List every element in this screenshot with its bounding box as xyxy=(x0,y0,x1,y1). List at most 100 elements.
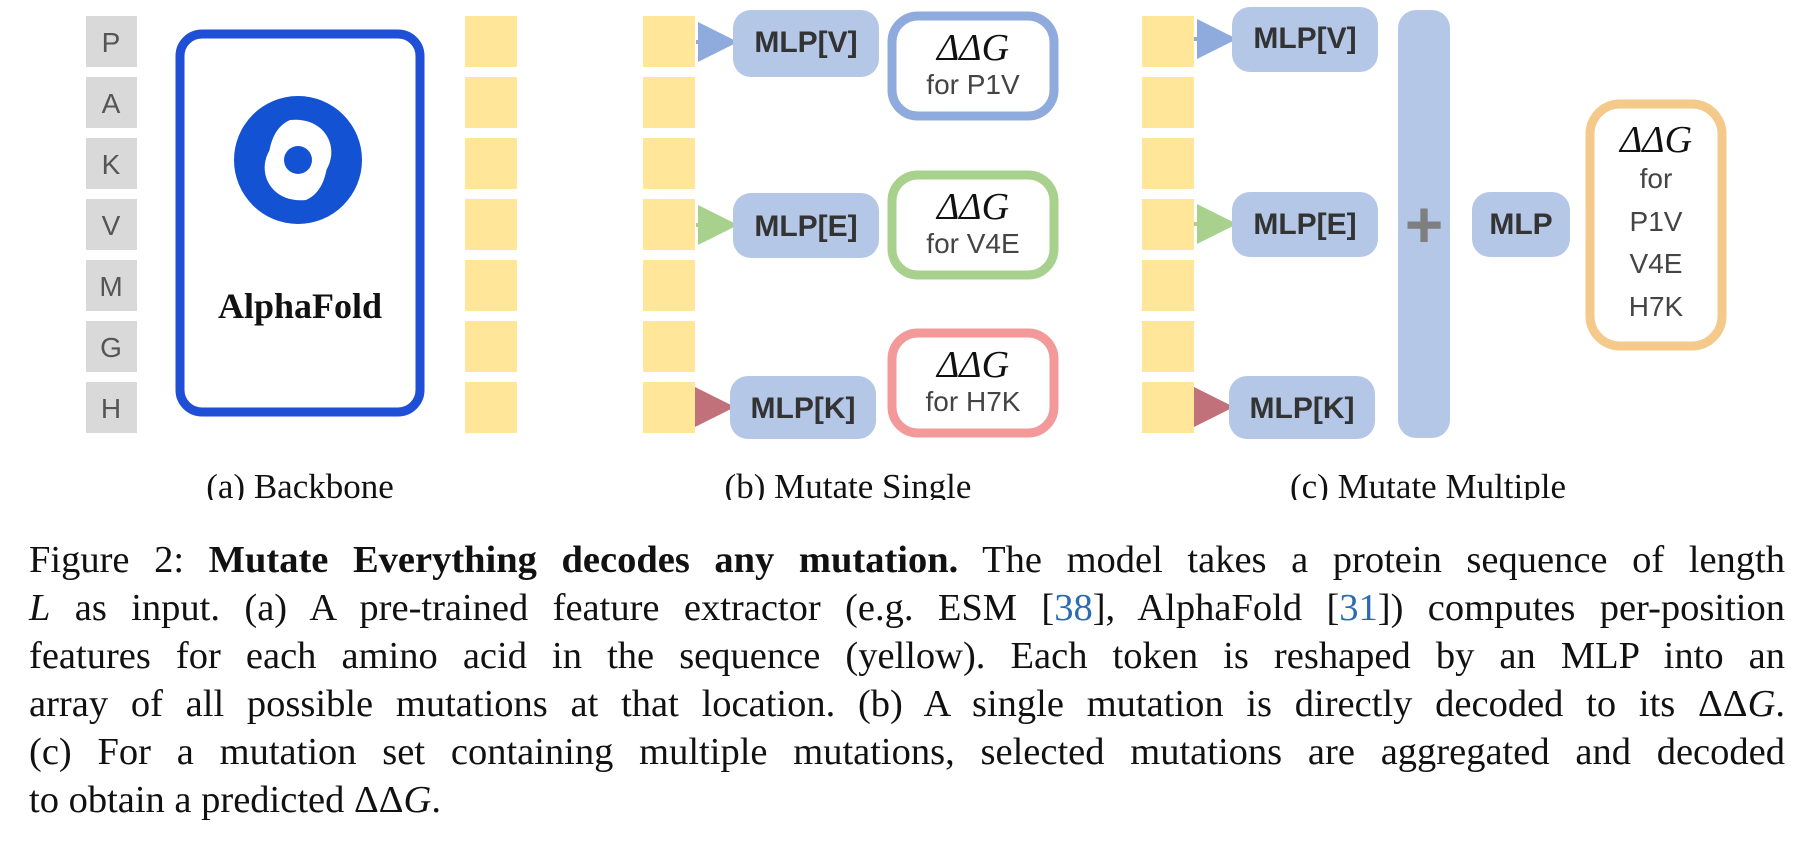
mlp-v-multiple: MLP[V] xyxy=(1253,22,1356,55)
caption-line-6: to obtain a predicted ΔΔG. xyxy=(29,776,1785,824)
plus-icon: + xyxy=(1405,187,1444,261)
feature-token xyxy=(643,382,695,433)
caption-delta: ΔΔ xyxy=(354,779,404,821)
sequence-residue-box xyxy=(86,382,137,433)
caption-text: (c) For a mutation set containing multip… xyxy=(29,731,1785,773)
panel-mutate-multiple: MLP[V] MLP[E] MLP[K] + MLP ΔΔG for P1V V… xyxy=(1142,7,1727,500)
token-column-multiple xyxy=(1142,16,1194,433)
ddg-p1v-box xyxy=(887,11,1059,121)
caption-text: to obtain a predicted xyxy=(29,779,354,821)
feature-token xyxy=(1142,16,1194,67)
ddg-multi-line-4: H7K xyxy=(1629,291,1684,322)
panel-mutate-single: MLP[V] MLP[E] MLP[K] ΔΔG for P1V ΔΔG for… xyxy=(643,10,1059,500)
caption-text: ], AlphaFold [ xyxy=(1092,587,1340,629)
sequence-residue-box xyxy=(86,199,137,250)
ddg-multi-line-1: for xyxy=(1640,163,1673,194)
sequence-residue-box xyxy=(86,260,137,311)
feature-token xyxy=(643,77,695,128)
feature-token xyxy=(465,260,517,311)
sequence-residue: M xyxy=(99,271,122,302)
sequence-residue-box xyxy=(86,77,137,128)
ddg-multi-symbol: ΔΔG xyxy=(1618,119,1692,161)
ddg-h7k-box xyxy=(887,328,1059,438)
mlp-v-single-box xyxy=(733,10,879,77)
feature-token xyxy=(465,199,517,250)
mlp-e-multiple: MLP[E] xyxy=(1253,208,1356,241)
sequence-residue: P xyxy=(102,27,121,58)
subcaption-backbone: (a) Backbone xyxy=(206,467,394,500)
sequence-residue: G xyxy=(100,332,122,363)
caption-figure-number: Figure 2: xyxy=(29,539,209,581)
caption-title: Mutate Everything decodes any mutation. xyxy=(208,539,959,581)
mlp-v-single: MLP[V] xyxy=(754,26,857,59)
mlp-k-multiple: MLP[K] xyxy=(1250,392,1355,425)
token-column-single xyxy=(643,16,695,433)
caption-text: The model takes a protein sequence of le… xyxy=(958,539,1785,581)
feature-token xyxy=(643,138,695,189)
sequence-residue: H xyxy=(101,393,121,424)
mlp-e-single-box xyxy=(733,193,879,258)
feature-token xyxy=(643,199,695,250)
citation-link-31[interactable]: 31 xyxy=(1339,587,1378,629)
ddg-multi-box xyxy=(1585,99,1727,351)
citation-link-38[interactable]: 38 xyxy=(1054,587,1093,629)
caption-text: . xyxy=(431,779,441,821)
caption-text: features for each amino acid in the sequ… xyxy=(29,635,1785,677)
final-mlp-box xyxy=(1472,192,1570,257)
feature-token xyxy=(465,16,517,67)
ddg-v4e-box xyxy=(887,170,1059,280)
sequence-residue: A xyxy=(102,88,121,119)
feature-token xyxy=(1142,77,1194,128)
feature-token xyxy=(465,382,517,433)
caption-text: ]) computes per-position xyxy=(1377,587,1785,629)
subcaption-multiple: (c) Mutate Multiple xyxy=(1290,467,1566,500)
feature-token xyxy=(465,321,517,372)
caption-var-G: G xyxy=(403,779,432,821)
mlp-e-multiple-box xyxy=(1232,192,1378,257)
aggregate-bar xyxy=(1398,10,1450,438)
mlp-k-single: MLP[K] xyxy=(751,392,856,425)
feature-token xyxy=(465,138,517,189)
ddg-multi-line-3: V4E xyxy=(1630,248,1683,279)
feature-token xyxy=(465,77,517,128)
feature-token xyxy=(643,321,695,372)
mlp-e-single: MLP[E] xyxy=(754,210,857,243)
sequence-residue-box xyxy=(86,16,137,67)
sequence-residue-box xyxy=(86,321,137,372)
caption-line-2: L as input. (a) A pre-trained feature ex… xyxy=(29,584,1785,632)
caption-line-1: Figure 2: Mutate Everything decodes any … xyxy=(29,536,1785,584)
ddg-h7k-symbol: ΔΔG xyxy=(935,344,1009,386)
subcaption-single: (b) Mutate Single xyxy=(725,467,972,500)
alphafold-label: AlphaFold xyxy=(218,286,382,326)
caption-line-4: array of all possible mutations at that … xyxy=(29,680,1785,728)
caption-var-L: L xyxy=(29,587,51,629)
feature-token xyxy=(643,260,695,311)
sequence-residue: V xyxy=(102,210,121,241)
ddg-multi-line-2: P1V xyxy=(1630,206,1683,237)
mlp-k-multiple-box xyxy=(1229,376,1375,439)
ddg-h7k-label: for H7K xyxy=(926,386,1021,417)
caption-text: as input. (a) A pre-trained feature extr… xyxy=(50,587,1055,629)
final-mlp: MLP xyxy=(1489,208,1552,241)
feature-token xyxy=(1142,138,1194,189)
feature-token xyxy=(643,16,695,67)
mlp-k-single-box xyxy=(730,376,876,439)
ddg-v4e-label: for V4E xyxy=(926,228,1019,259)
mlp-v-multiple-box xyxy=(1232,7,1378,72)
caption-line-5: (c) For a mutation set containing multip… xyxy=(29,728,1785,776)
token-column-backbone xyxy=(465,16,517,433)
ddg-p1v-label: for P1V xyxy=(926,69,1020,100)
feature-token xyxy=(1142,382,1194,433)
caption-var-G: G xyxy=(1747,683,1776,725)
alphafold-logo-icon xyxy=(234,96,362,224)
sequence-residue-box xyxy=(86,138,137,189)
caption-line-3: features for each amino acid in the sequ… xyxy=(29,632,1785,680)
caption-text: array of all possible mutations at that … xyxy=(29,683,1699,725)
figure-caption: Figure 2: Mutate Everything decodes any … xyxy=(29,536,1785,824)
feature-token xyxy=(1142,260,1194,311)
ddg-v4e-symbol: ΔΔG xyxy=(935,186,1009,228)
ddg-p1v-symbol: ΔΔG xyxy=(935,27,1009,69)
